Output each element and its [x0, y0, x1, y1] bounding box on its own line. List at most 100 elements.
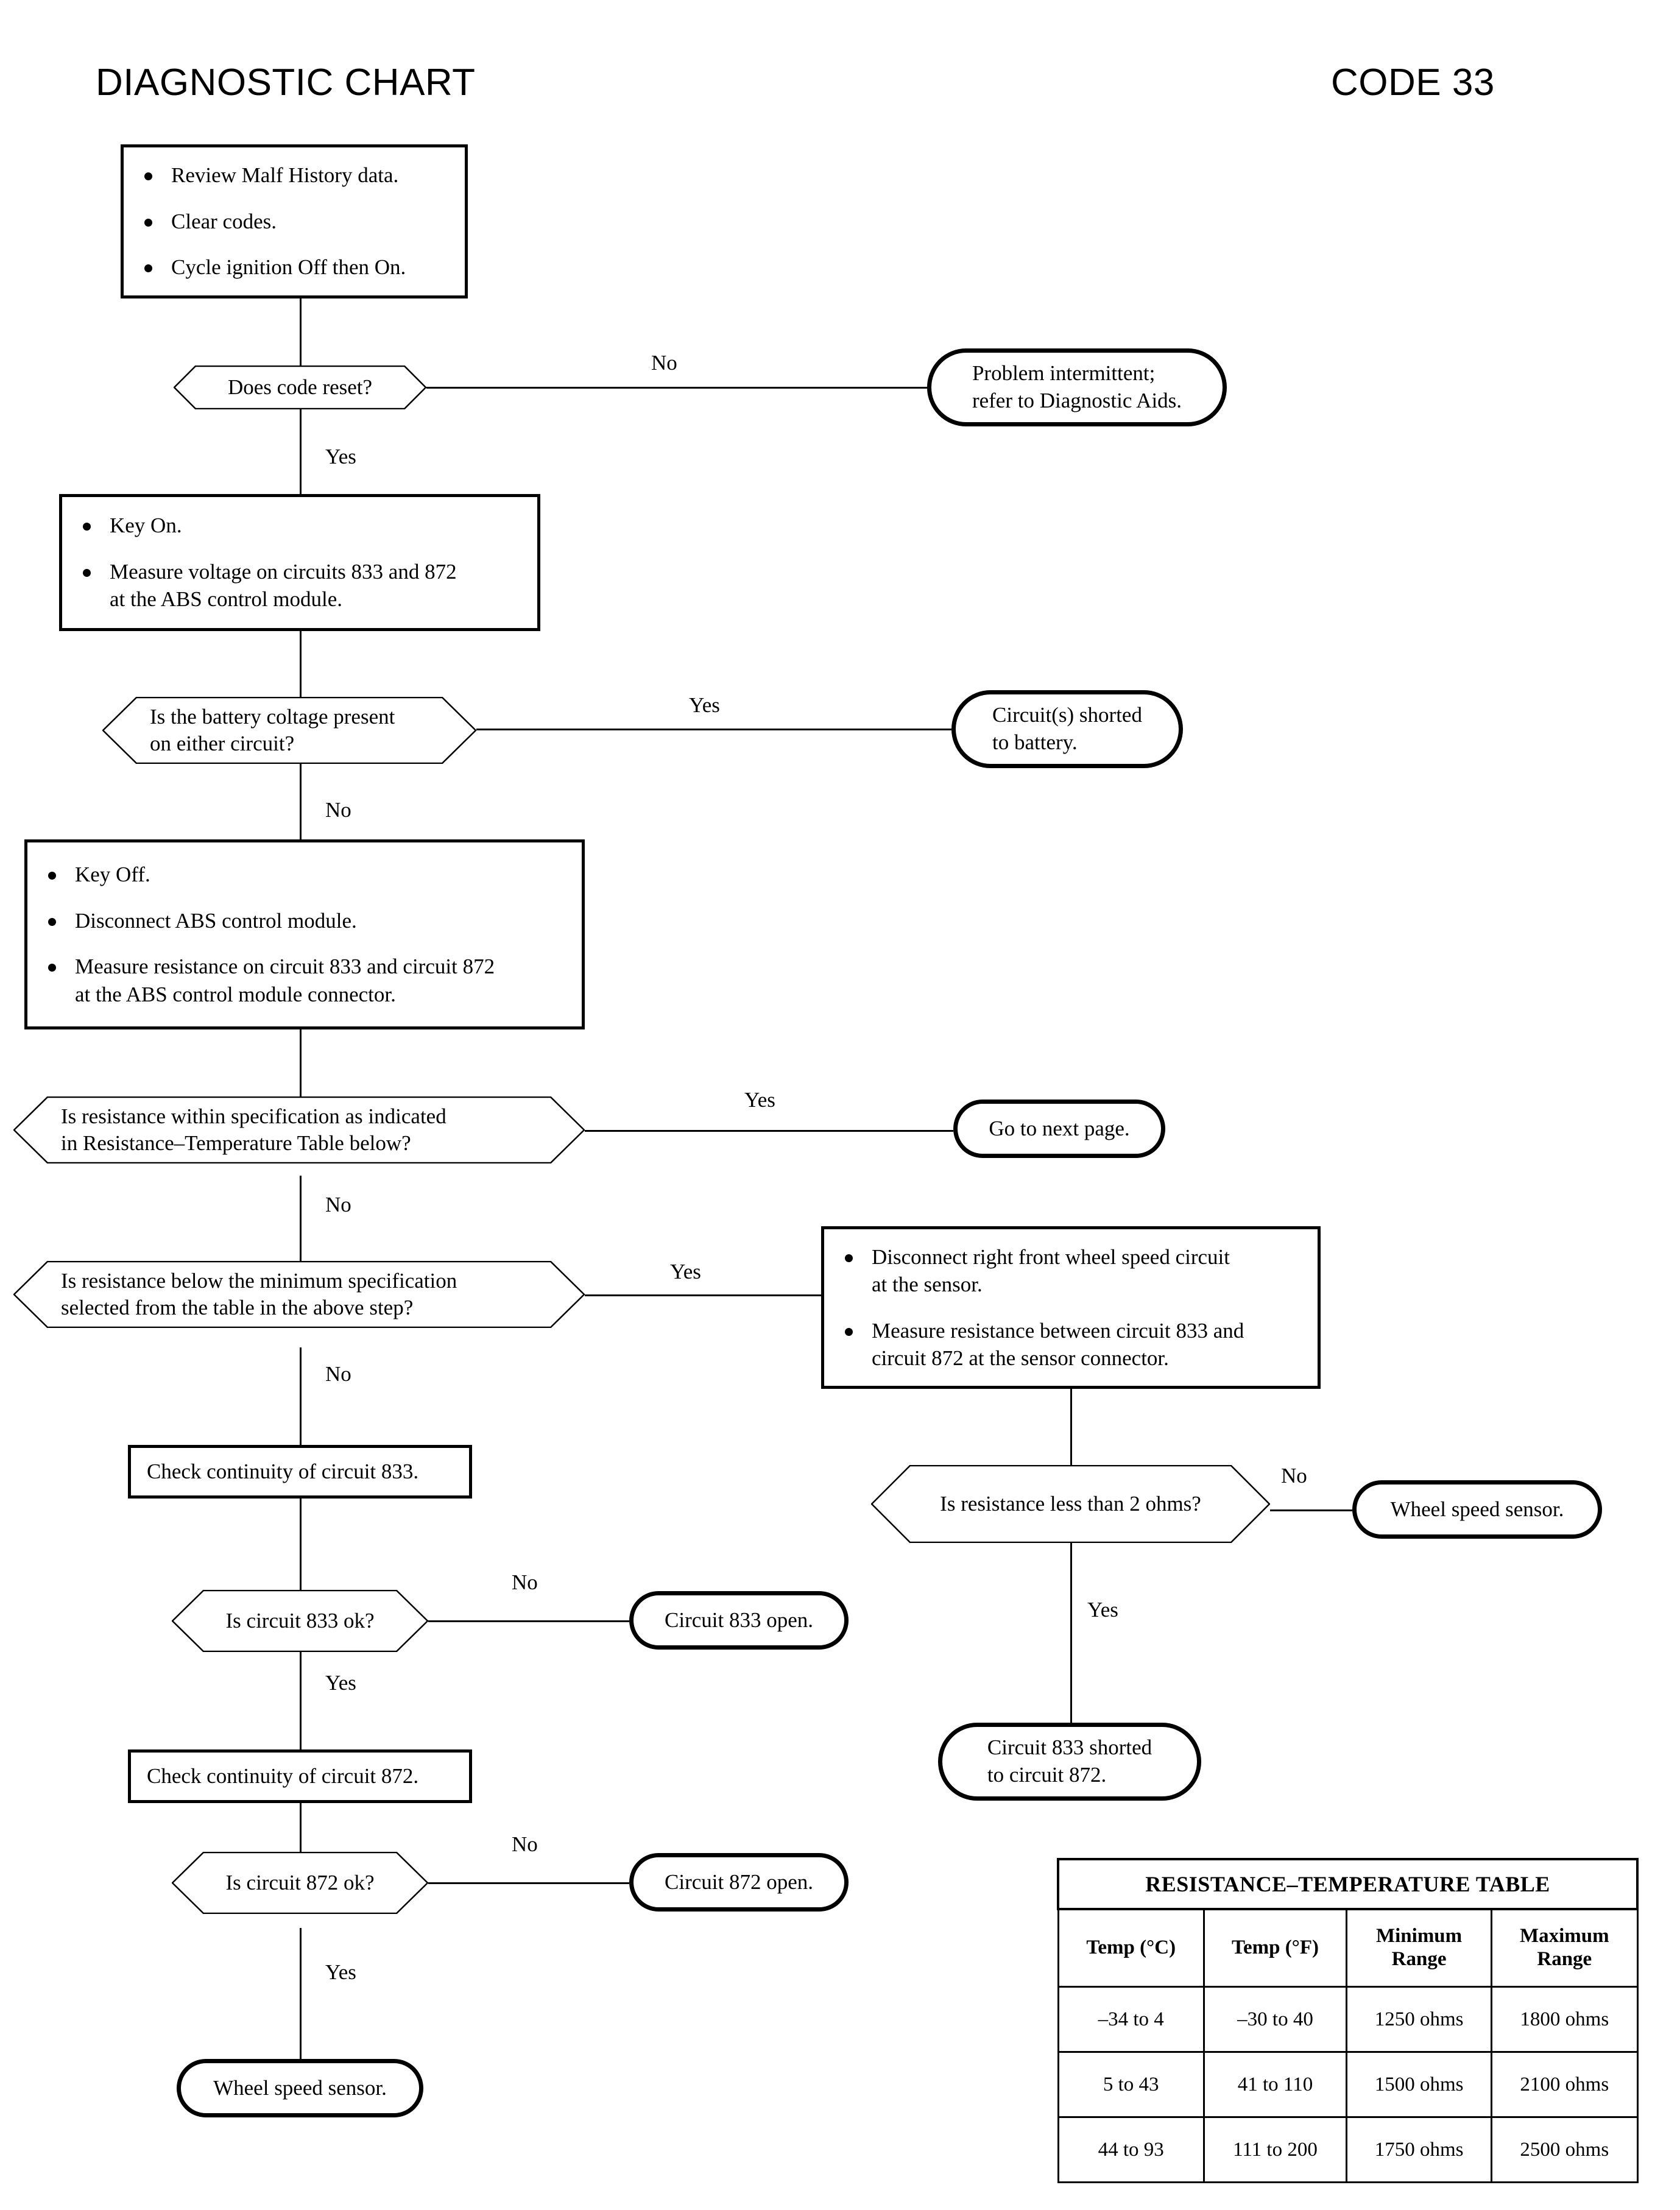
connector-code-reset-yes	[300, 409, 302, 494]
list-item: Cycle ignition Off then On.	[139, 253, 449, 281]
bullet-icon	[144, 172, 152, 181]
hexagon-shape	[172, 1590, 428, 1652]
connector-step3-to-within-spec	[300, 1029, 302, 1096]
code-label: CODE 33	[1331, 62, 1495, 104]
terminal-wheel-speed-sensor-right[interactable]: Wheel speed sensor.	[1352, 1480, 1602, 1539]
bullet-icon	[845, 1254, 853, 1262]
list-item-label: Review Malf History data.	[171, 163, 399, 188]
terminal-go-to-next-page[interactable]: Go to next page.	[953, 1100, 1165, 1158]
terminal-text: Circuit 833 open.	[665, 1608, 813, 1632]
bullet-icon	[83, 568, 91, 577]
column-header-temp-c: Temp (°C)	[1057, 1908, 1205, 1988]
edge-label-code-reset-yes: Yes	[325, 445, 356, 468]
list-item-label-line1: Measure resistance on circuit 833 and ci…	[75, 955, 495, 978]
decision-is-circuit-872-ok[interactable]: Is circuit 872 ok?	[172, 1852, 428, 1914]
cell-temp-c: 5 to 43	[1057, 2051, 1205, 2118]
connector-ok833-no	[428, 1620, 629, 1622]
edge-label-ok872-no: No	[512, 1832, 538, 1856]
terminal-text: Problem intermittent; refer to Diagnosti…	[972, 361, 1182, 412]
connector-below-min-yes	[585, 1294, 822, 1296]
header-line1: Minimum	[1375, 1925, 1463, 1947]
terminal-text: Wheel speed sensor.	[213, 2075, 387, 2100]
edge-label-ok833-no: No	[512, 1570, 538, 1594]
bullet-icon	[845, 1327, 853, 1336]
edge-label-ok872-yes: Yes	[325, 1960, 356, 1984]
terminal-problem-intermittent[interactable]: Problem intermittent; refer to Diagnosti…	[927, 348, 1227, 426]
list-item: Key Off.	[43, 861, 566, 889]
table-title-row: RESISTANCE–TEMPERATURE TABLE	[1057, 1858, 1639, 1910]
bullet-icon	[48, 964, 56, 972]
bullet-icon	[48, 917, 56, 926]
decision-is-circuit-833-ok[interactable]: Is circuit 833 ok?	[172, 1590, 428, 1652]
list-item-label-line2: at the ABS control module connector.	[75, 982, 396, 1006]
cell-min-range: 1500 ohms	[1346, 2051, 1493, 2118]
hexagon-shape	[871, 1465, 1270, 1543]
connector-check833-to-ok833	[300, 1499, 302, 1590]
connector-step2-to-battery	[300, 631, 302, 697]
list-item: Measure resistance between circuit 833 a…	[840, 1317, 1302, 1372]
process-check-continuity-833[interactable]: Check continuity of circuit 833.	[128, 1445, 472, 1499]
table-row: 44 to 93 111 to 200 1750 ohms 2500 ohms	[1057, 2116, 1639, 2183]
resistance-temperature-table: RESISTANCE–TEMPERATURE TABLE Temp (°C) T…	[1057, 1858, 1639, 2183]
terminal-circuits-shorted-battery[interactable]: Circuit(s) shorted to battery.	[951, 690, 1183, 768]
edge-label-within-spec-no: No	[325, 1193, 351, 1216]
edge-label-below-min-no: No	[325, 1362, 351, 1386]
process-step-key-on[interactable]: Key On. Measure voltage on circuits 833 …	[59, 494, 540, 631]
list-item-label-line1: Disconnect right front wheel speed circu…	[872, 1244, 1230, 1269]
list-item-label: Key On.	[110, 514, 182, 538]
list-item: Measure resistance on circuit 833 and ci…	[43, 953, 566, 1008]
page-title: DIAGNOSTIC CHART	[96, 62, 476, 104]
bullet-list: Key Off. Disconnect ABS control module. …	[43, 861, 566, 1008]
cell-min-range: 1250 ohms	[1346, 1986, 1493, 2053]
column-header-temp-f: Temp (°F)	[1202, 1908, 1348, 1988]
edge-label-battery-yes: Yes	[689, 693, 720, 717]
edge-label-code-reset-no: No	[651, 351, 677, 375]
list-item: Disconnect right front wheel speed circu…	[840, 1243, 1302, 1299]
connector-within-spec-yes	[585, 1130, 953, 1132]
decision-resistance-below-minimum[interactable]: Is resistance below the minimum specific…	[13, 1261, 585, 1328]
edge-label-battery-no: No	[325, 798, 351, 822]
process-label: Check continuity of circuit 833.	[147, 1460, 419, 1484]
decision-resistance-less-than-2-ohms[interactable]: Is resistance less than 2 ohms?	[871, 1465, 1270, 1543]
bullet-icon	[48, 872, 56, 880]
cell-max-range: 1800 ohms	[1491, 1986, 1639, 2053]
list-item: Key On.	[78, 512, 521, 540]
table-head: RESISTANCE–TEMPERATURE TABLE Temp (°C) T…	[1057, 1858, 1639, 1988]
process-step-key-off[interactable]: Key Off. Disconnect ABS control module. …	[24, 839, 585, 1029]
connector-step4-to-ohms	[1070, 1389, 1072, 1465]
edge-label-within-spec-yes: Yes	[744, 1088, 775, 1112]
cell-max-range: 2100 ohms	[1491, 2051, 1639, 2118]
column-header-maximum-range: Maximum Range	[1491, 1908, 1639, 1988]
terminal-circuit-872-open[interactable]: Circuit 872 open.	[629, 1853, 849, 1912]
list-item-label-line2: at the ABS control module.	[110, 587, 343, 612]
list-item: Clear codes.	[139, 208, 449, 236]
header-line2: Range	[1537, 1948, 1592, 1970]
bullet-list: Review Malf History data. Clear codes. C…	[139, 161, 449, 281]
header-line2: Range	[1391, 1948, 1447, 1970]
decision-does-code-reset[interactable]: Does code reset?	[174, 365, 426, 409]
terminal-circuit-833-shorted-to-872[interactable]: Circuit 833 shorted to circuit 872.	[938, 1723, 1201, 1801]
list-item-label: Key Off.	[75, 863, 150, 886]
process-label: Check continuity of circuit 872.	[147, 1764, 419, 1788]
decision-battery-voltage[interactable]: Is the battery coltage present on either…	[102, 697, 476, 764]
table-header-row: Temp (°C) Temp (°F) Minimum Range Maximu…	[1057, 1908, 1639, 1988]
connector-code-reset-no	[426, 387, 927, 389]
terminal-circuit-833-open[interactable]: Circuit 833 open.	[629, 1591, 849, 1650]
cell-temp-f: 41 to 110	[1202, 2051, 1348, 2118]
cell-temp-c: 44 to 93	[1057, 2116, 1205, 2183]
list-item: Review Malf History data.	[139, 161, 449, 189]
process-step-initial[interactable]: Review Malf History data. Clear codes. C…	[121, 144, 468, 298]
edge-label-ohms-yes: Yes	[1087, 1598, 1118, 1622]
edge-label-below-min-yes: Yes	[670, 1260, 701, 1283]
cell-temp-f: 111 to 200	[1202, 2116, 1348, 2183]
process-check-continuity-872[interactable]: Check continuity of circuit 872.	[128, 1749, 472, 1803]
list-item: Measure voltage on circuits 833 and 872 …	[78, 558, 521, 613]
terminal-wheel-speed-sensor-left[interactable]: Wheel speed sensor.	[177, 2059, 423, 2117]
decision-label: Is resistance within specification as in…	[61, 1104, 446, 1155]
decision-resistance-within-spec[interactable]: Is resistance within specification as in…	[13, 1096, 585, 1163]
hexagon-shape	[174, 365, 426, 409]
hexagon-shape	[172, 1852, 428, 1914]
process-step-disconnect-sensor[interactable]: Disconnect right front wheel speed circu…	[821, 1226, 1321, 1389]
list-item-label-line1: Measure resistance between circuit 833 a…	[872, 1318, 1244, 1343]
